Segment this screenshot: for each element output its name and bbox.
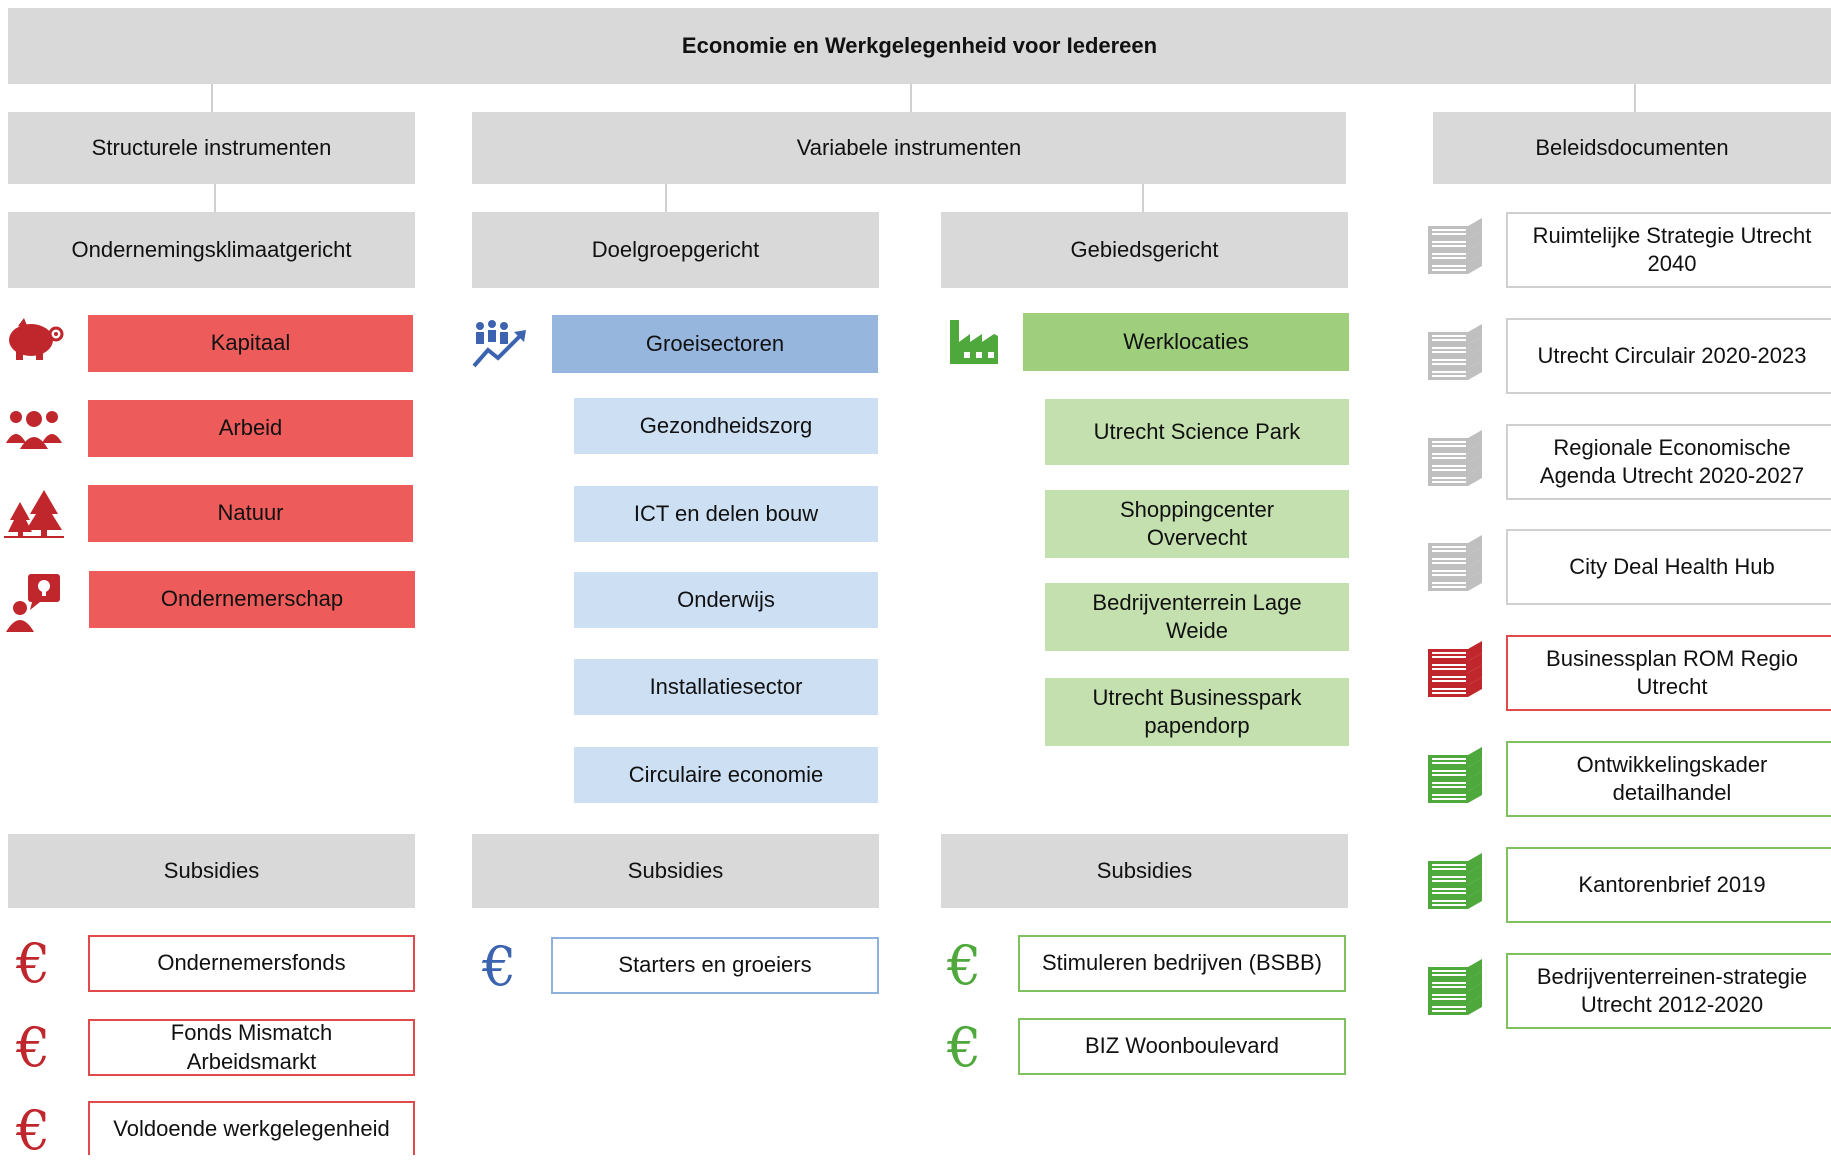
beleidsdocument-item: Businessplan ROM Regio Utrecht <box>1506 635 1831 711</box>
euro-icon: € <box>16 1016 51 1079</box>
connector <box>214 184 216 212</box>
subsidy-ondernemersfonds: Ondernemersfonds <box>88 935 415 992</box>
book-stack-icon <box>1428 641 1482 697</box>
header-variabele-instrumenten: Variabele instrumenten <box>472 112 1346 184</box>
euro-icon: € <box>16 932 51 995</box>
item-ict-en-delen-bouw: ICT en delen bouw <box>574 486 878 542</box>
connector <box>1142 184 1144 212</box>
item-kapitaal: Kapitaal <box>88 315 413 372</box>
connector <box>1634 84 1636 112</box>
beleidsdocument-item: Kantorenbrief 2019 <box>1506 847 1831 923</box>
book-stack-icon <box>1428 430 1482 486</box>
item-utrecht-science-park: Utrecht Science Park <box>1045 399 1349 465</box>
subheader-ondernemingsklimaatgericht: Ondernemingsklimaatgericht <box>8 212 415 288</box>
item-natuur: Natuur <box>88 485 413 542</box>
piggy-bank-icon <box>9 318 64 360</box>
subheader-gebiedsgericht: Gebiedsgericht <box>941 212 1348 288</box>
item-shoppingcenter-overvecht: Shoppingcenter Overvecht <box>1045 490 1349 558</box>
diagram-title: Economie en Werkgelegenheid voor Iederee… <box>8 8 1831 84</box>
euro-icon: € <box>947 934 982 997</box>
connector <box>665 184 667 212</box>
item-werklocaties: Werklocaties <box>1023 313 1349 371</box>
item-gezondheidszorg: Gezondheidszorg <box>574 398 878 454</box>
item-utrecht-businesspark-papendorp: Utrecht Businesspark papendorp <box>1045 678 1349 746</box>
book-stack-icon <box>1428 747 1482 803</box>
factory-icon <box>950 320 998 364</box>
subsidies-header-doelgroep: Subsidies <box>472 834 879 908</box>
subsidies-header-gebied: Subsidies <box>941 834 1348 908</box>
subsidy-biz-woonboulevard: BIZ Woonboulevard <box>1018 1018 1346 1075</box>
item-ondernemerschap: Ondernemerschap <box>89 571 415 628</box>
beleidsdocument-item: City Deal Health Hub <box>1506 529 1831 605</box>
connector <box>910 84 912 112</box>
people-group-icon <box>6 411 62 449</box>
beleidsdocument-item: Utrecht Circulair 2020-2023 <box>1506 318 1831 394</box>
beleidsdocument-item: Ruimtelijke Strategie Utrecht 2040 <box>1506 212 1831 288</box>
euro-icon: € <box>482 935 517 998</box>
subsidy-starters-en-groeiers: Starters en groeiers <box>551 937 879 994</box>
item-circulaire-economie: Circulaire economie <box>574 747 878 803</box>
connector <box>211 84 213 112</box>
item-installatiesector: Installatiesector <box>574 659 878 715</box>
subsidy-stimuleren-bedrijven-bsbb: Stimuleren bedrijven (BSBB) <box>1018 935 1346 992</box>
euro-icon: € <box>16 1099 51 1162</box>
item-arbeid: Arbeid <box>88 400 413 457</box>
book-stack-icon <box>1428 959 1482 1015</box>
beleidsdocument-item: Bedrijventerreinen-strategie Utrecht 201… <box>1506 953 1831 1029</box>
item-onderwijs: Onderwijs <box>574 572 878 628</box>
beleidsdocument-item: Ontwikkelingskader detailhandel <box>1506 741 1831 817</box>
item-bedrijventerrein-lage-weide: Bedrijventerrein Lage Weide <box>1045 583 1349 651</box>
people-growth-icon <box>472 320 526 368</box>
book-stack-icon <box>1428 324 1482 380</box>
beleidsdocument-item: Regionale Economische Agenda Utrecht 202… <box>1506 424 1831 500</box>
item-groeisectoren: Groeisectoren <box>552 315 878 373</box>
euro-icon: € <box>947 1016 982 1079</box>
header-beleidsdocumenten: Beleidsdocumenten <box>1433 112 1831 184</box>
book-stack-icon <box>1428 535 1482 591</box>
subsidy-fonds-mismatch-arbeidsmarkt: Fonds Mismatch Arbeidsmarkt <box>88 1019 415 1076</box>
book-stack-icon <box>1428 218 1482 274</box>
trees-icon <box>4 490 64 538</box>
book-stack-icon <box>1428 853 1482 909</box>
subheader-doelgroepgericht: Doelgroepgericht <box>472 212 879 288</box>
subsidy-voldoende-werkgelegenheid: Voldoende werkgelegenheid <box>88 1101 415 1155</box>
subsidies-header-klimaat: Subsidies <box>8 834 415 908</box>
person-idea-icon <box>6 574 60 632</box>
header-structurele-instrumenten: Structurele instrumenten <box>8 112 415 184</box>
